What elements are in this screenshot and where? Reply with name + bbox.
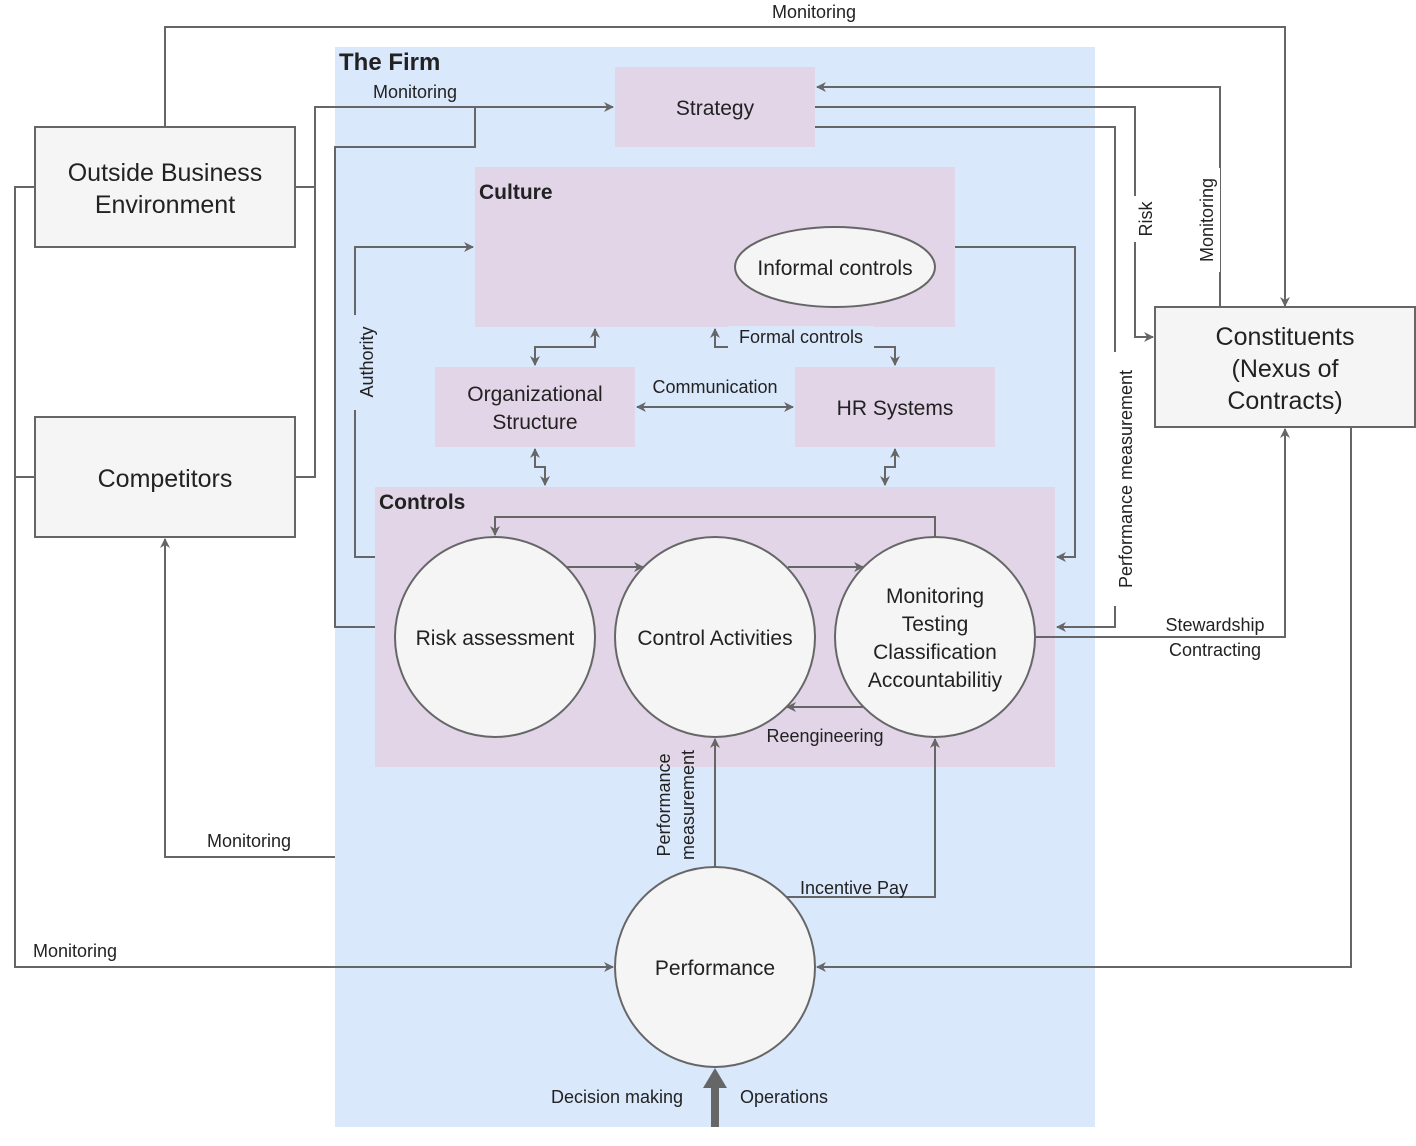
outside-label-1: Outside Business [68,159,263,187]
risk-assessment-label: Risk assessment [416,627,575,650]
edge-monitoring-competitors [160,538,335,858]
informal-controls-label: Informal controls [757,257,912,280]
edge-label-bg [1194,168,1220,272]
strategy-node[interactable] [615,67,815,147]
monitoring-label-4: Accountabilitiy [868,669,1003,692]
edge-label-bg [728,326,874,348]
control-activities-label: Control Activities [637,627,792,650]
edge-stewardship [1035,428,1290,638]
edge-incentive-pay [785,738,940,898]
label-risk: Risk [1136,201,1156,237]
edge-org-controls [530,448,550,486]
org-label-2: Structure [492,411,577,434]
edge-monitoring-risk [490,516,936,537]
edge-controls-strategy [334,107,476,628]
label-performance-measurement-2: measurement [678,750,698,860]
performance-label: Performance [655,957,775,980]
edge-org-culture [530,328,600,366]
edge-label-bg [642,375,788,397]
label-monitoring-top: Monitoring [772,2,856,22]
hr-label: HR Systems [837,397,954,420]
monitoring-node[interactable] [834,536,1036,738]
constituents-label-2: (Nexus of [1232,355,1339,383]
operations-arrowhead [703,1068,727,1088]
label-contracting: Contracting [1169,640,1261,660]
competitors-label: Competitors [98,465,233,493]
edge-culture-controls [955,246,1076,562]
edge-label-bg [1113,352,1139,606]
edge-monitoring-performance [14,186,614,972]
edge-labels: Monitoring Monitoring Risk Monitoring Au… [33,0,1265,1107]
label-monitoring-constituents: Monitoring [1197,178,1217,262]
label-monitoring-competitors: Monitoring [207,831,291,851]
monitoring-label-2: Testing [902,613,969,636]
label-decision-making: Decision making [551,1087,683,1107]
culture-title: Culture [479,181,553,204]
controls-title: Controls [379,491,465,514]
hr-systems-node[interactable] [795,367,995,447]
constituents-label-3: Contracts) [1227,387,1342,415]
edge-monitoring-top [164,26,1290,307]
monitoring-label-1: Monitoring [886,585,984,608]
outside-business-environment-node[interactable] [34,126,296,248]
performance-node[interactable] [614,866,816,1068]
edge-label-bg [353,315,379,410]
firm-title: The Firm [339,49,440,76]
edge-monitoring-strategy [295,102,614,188]
edge-label-bg [762,0,866,22]
label-formal-controls: Formal controls [739,327,863,347]
label-authority: Authority [357,326,377,397]
org-label-1: Organizational [467,383,602,406]
label-monitoring-strategy: Monitoring [373,82,457,102]
edge-hr-controls [880,448,900,486]
outside-label-2: Environment [95,191,235,219]
edge-label-bg [1129,196,1153,242]
risk-assessment-node[interactable] [394,536,596,738]
label-communication: Communication [652,377,777,397]
label-performance-measurement-right: Performance measurement [1116,370,1136,588]
label-monitoring-performance: Monitoring [33,941,117,961]
label-operations: Operations [740,1087,828,1107]
edge-competitors-strategy [295,187,316,478]
monitoring-label-3: Classification [873,641,997,664]
informal-controls-node[interactable] [734,226,936,308]
control-activities-node[interactable] [614,536,816,738]
org-structure-node[interactable] [435,367,635,447]
constituents-label-1: Constituents [1216,323,1355,351]
constituents-node[interactable] [1154,306,1416,428]
strategy-label: Strategy [676,97,755,120]
label-performance-measurement-1: Performance [654,753,674,856]
edge-constituents-performance [816,427,1352,972]
label-stewardship: Stewardship [1165,615,1264,635]
label-reengineering: Reengineering [766,726,883,746]
label-incentive-pay: Incentive Pay [800,878,908,898]
